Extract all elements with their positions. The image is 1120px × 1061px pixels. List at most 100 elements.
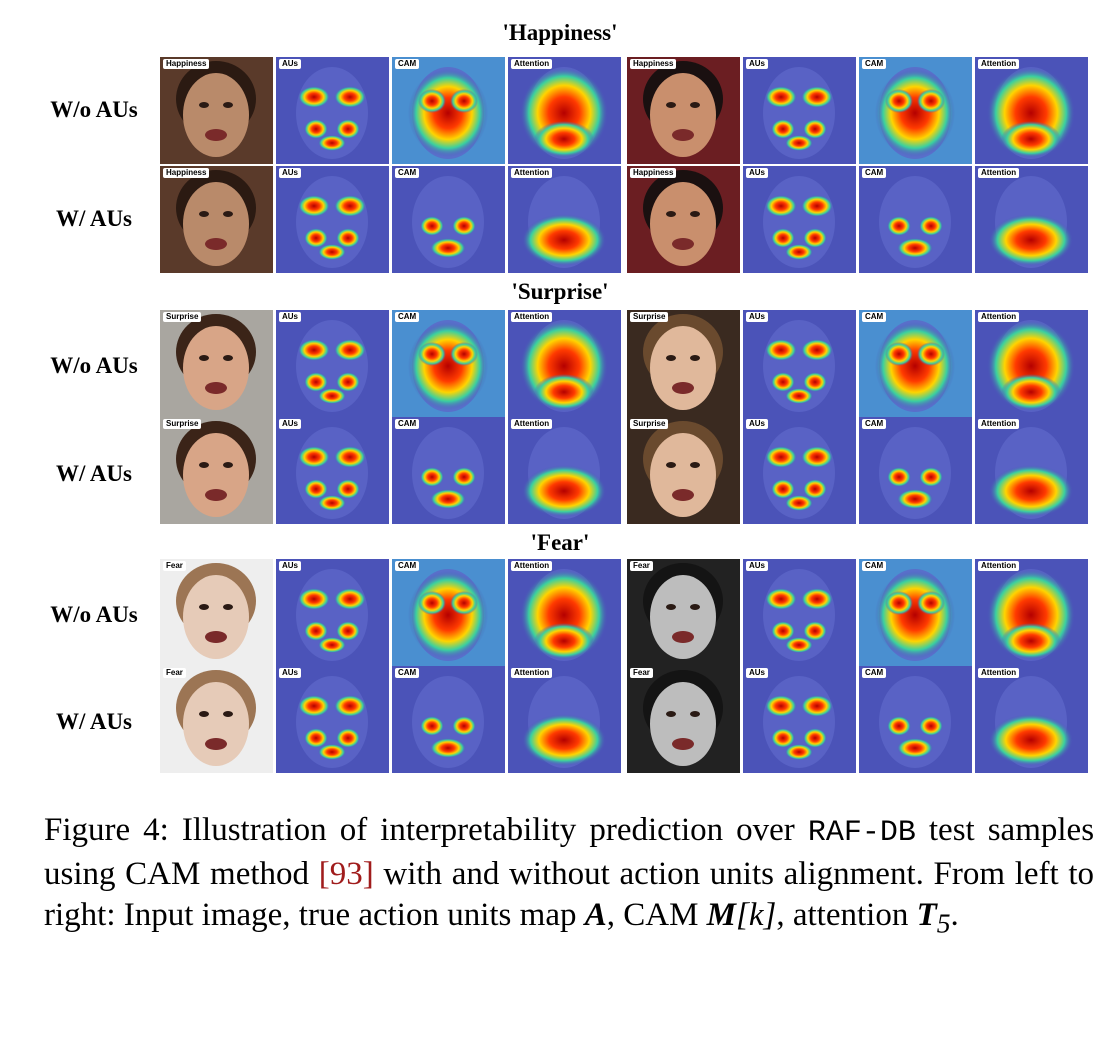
tile-graphic: [508, 417, 621, 524]
tile-graphic: [627, 666, 740, 773]
row-label-fear-with: W/ AUs: [55, 709, 133, 734]
section-title-fear: 'Fear': [530, 530, 590, 555]
input-image: Happiness: [160, 166, 273, 273]
attention-heatmap: Attention: [975, 559, 1088, 666]
attention-heatmap: Attention: [975, 57, 1088, 164]
tile-graphic: [392, 310, 505, 417]
tile-graphic: [743, 166, 856, 273]
tile-tag: AUs: [279, 168, 302, 178]
caption-citation[interactable]: [93]: [319, 856, 374, 892]
tile-tag: Attention: [511, 561, 553, 571]
au-heatmap: AUs: [276, 559, 389, 666]
section-title-happiness: 'Happiness': [502, 20, 618, 45]
cam-heatmap: CAM: [392, 57, 505, 164]
au-heatmap: AUs: [743, 310, 856, 417]
au-heatmap: AUs: [743, 57, 856, 164]
tile-tag: Surprise: [163, 419, 202, 429]
tile-tag: Surprise: [630, 312, 669, 322]
figure-caption: Figure 4: Illustration of interpretabili…: [44, 810, 1094, 944]
attention-heatmap: Attention: [508, 417, 621, 524]
tile-tag: Attention: [511, 59, 553, 69]
caption-text-5: , attention: [776, 897, 909, 933]
tile-graphic: [627, 310, 740, 417]
input-image: Fear: [627, 666, 740, 773]
caption-text-1: Illustration of interpretability predict…: [181, 812, 795, 848]
au-heatmap: AUs: [276, 417, 389, 524]
tile-graphic: [743, 57, 856, 164]
attention-heatmap: Attention: [975, 417, 1088, 524]
caption-dataset: RAF-DB: [807, 816, 916, 850]
caption-text-2: test samples using CAM method: [44, 812, 1095, 892]
tile-graphic: [975, 57, 1088, 164]
tile-tag: CAM: [395, 59, 420, 69]
image-strip: Happiness AUs CAM Attention: [160, 166, 621, 273]
input-image: Fear: [627, 559, 740, 666]
input-image: Happiness: [160, 57, 273, 164]
tile-tag: Surprise: [163, 312, 202, 322]
tile-graphic: [627, 166, 740, 273]
tile-graphic: [743, 559, 856, 666]
tile-tag: Fear: [630, 561, 653, 571]
tile-tag: AUs: [746, 419, 769, 429]
tile-graphic: [975, 166, 1088, 273]
tile-tag: AUs: [746, 312, 769, 322]
cam-heatmap: CAM: [392, 417, 505, 524]
tile-tag: Happiness: [163, 59, 210, 69]
tile-graphic: [392, 166, 505, 273]
tile-tag: Happiness: [630, 59, 677, 69]
au-heatmap: AUs: [276, 310, 389, 417]
cam-heatmap: CAM: [859, 666, 972, 773]
tile-graphic: [627, 57, 740, 164]
tile-tag: CAM: [862, 312, 887, 322]
tile-tag: Attention: [511, 668, 553, 678]
tile-graphic: [392, 559, 505, 666]
tile-graphic: [276, 417, 389, 524]
au-heatmap: AUs: [276, 666, 389, 773]
tile-graphic: [508, 559, 621, 666]
tile-tag: Attention: [978, 561, 1020, 571]
tile-tag: CAM: [862, 168, 887, 178]
attention-heatmap: Attention: [508, 666, 621, 773]
cam-heatmap: CAM: [392, 310, 505, 417]
tile-graphic: [859, 57, 972, 164]
tile-tag: Attention: [978, 312, 1020, 322]
cam-heatmap: CAM: [392, 559, 505, 666]
input-image: Surprise: [160, 310, 273, 417]
input-image: Happiness: [627, 57, 740, 164]
tile-graphic: [276, 666, 389, 773]
tile-graphic: [508, 57, 621, 164]
tile-tag: Attention: [511, 168, 553, 178]
tile-tag: Attention: [978, 168, 1020, 178]
au-heatmap: AUs: [743, 666, 856, 773]
tile-tag: CAM: [862, 561, 887, 571]
tile-tag: Attention: [511, 312, 553, 322]
caption-ref-close: ]: [362, 856, 374, 892]
tile-graphic: [859, 666, 972, 773]
tile-tag: CAM: [395, 168, 420, 178]
tile-graphic: [276, 57, 389, 164]
row-label-surprise-without: W/o AUs: [50, 353, 138, 378]
tile-graphic: [160, 666, 273, 773]
tile-tag: Surprise: [630, 419, 669, 429]
caption-symbol-m: M: [706, 897, 737, 933]
row-label-surprise-with: W/ AUs: [55, 461, 133, 486]
tile-tag: AUs: [279, 59, 302, 69]
image-strip: Surprise AUs CAM Attention: [627, 310, 1088, 417]
au-heatmap: AUs: [276, 57, 389, 164]
cam-heatmap: CAM: [859, 57, 972, 164]
tile-tag: Fear: [163, 561, 186, 571]
tile-graphic: [859, 559, 972, 666]
tile-tag: CAM: [862, 419, 887, 429]
cam-heatmap: CAM: [392, 666, 505, 773]
tile-graphic: [508, 310, 621, 417]
au-heatmap: AUs: [743, 417, 856, 524]
tile-graphic: [392, 57, 505, 164]
attention-heatmap: Attention: [508, 166, 621, 273]
cam-heatmap: CAM: [392, 166, 505, 273]
tile-graphic: [392, 417, 505, 524]
caption-text-6: .: [950, 897, 959, 933]
